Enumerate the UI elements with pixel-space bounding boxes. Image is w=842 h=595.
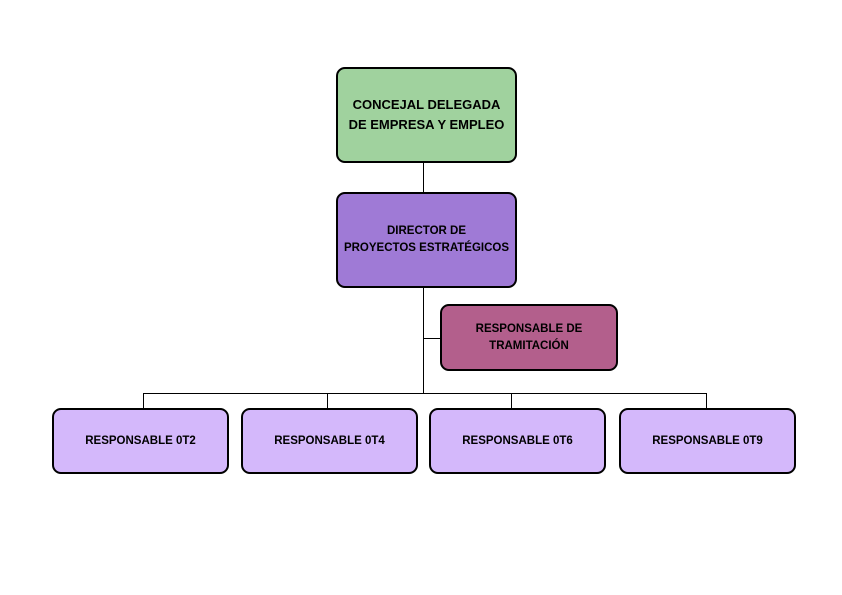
responsable-0t4-label: RESPONSABLE 0T4 bbox=[274, 434, 385, 447]
box-responsable-0t6: RESPONSABLE 0T6 bbox=[429, 408, 606, 474]
box-responsable-0t4: RESPONSABLE 0T4 bbox=[241, 408, 418, 474]
responsable-0t2-label: RESPONSABLE 0T2 bbox=[85, 434, 196, 447]
connector-drop-0t2 bbox=[143, 393, 144, 408]
box-director-proyectos: DIRECTOR DE PROYECTOS ESTRATÉGICOS bbox=[336, 192, 517, 288]
connector-drop-0t4 bbox=[327, 393, 328, 408]
connector-drop-0t9 bbox=[706, 393, 707, 408]
tramitacion-label: RESPONSABLE DE TRAMITACIÓN bbox=[475, 322, 583, 352]
connector-director-trunk bbox=[423, 288, 424, 394]
concejal-label: CONCEJAL DELEGADA DE EMPRESA Y EMPLEO bbox=[348, 97, 505, 132]
box-responsable-0t2: RESPONSABLE 0T2 bbox=[52, 408, 229, 474]
responsable-0t6-label: RESPONSABLE 0T6 bbox=[462, 434, 573, 447]
connector-concejal-director bbox=[423, 163, 424, 192]
box-responsable-0t9: RESPONSABLE 0T9 bbox=[619, 408, 796, 474]
box-concejal-delegada: CONCEJAL DELEGADA DE EMPRESA Y EMPLEO bbox=[336, 67, 517, 163]
connector-horizontal-bus bbox=[143, 393, 707, 394]
director-label: DIRECTOR DE PROYECTOS ESTRATÉGICOS bbox=[343, 225, 510, 254]
box-responsable-tramitacion: RESPONSABLE DE TRAMITACIÓN bbox=[440, 304, 618, 371]
responsable-0t9-label: RESPONSABLE 0T9 bbox=[652, 434, 763, 447]
connector-to-tramitacion bbox=[423, 338, 440, 339]
connector-drop-0t6 bbox=[511, 393, 512, 408]
